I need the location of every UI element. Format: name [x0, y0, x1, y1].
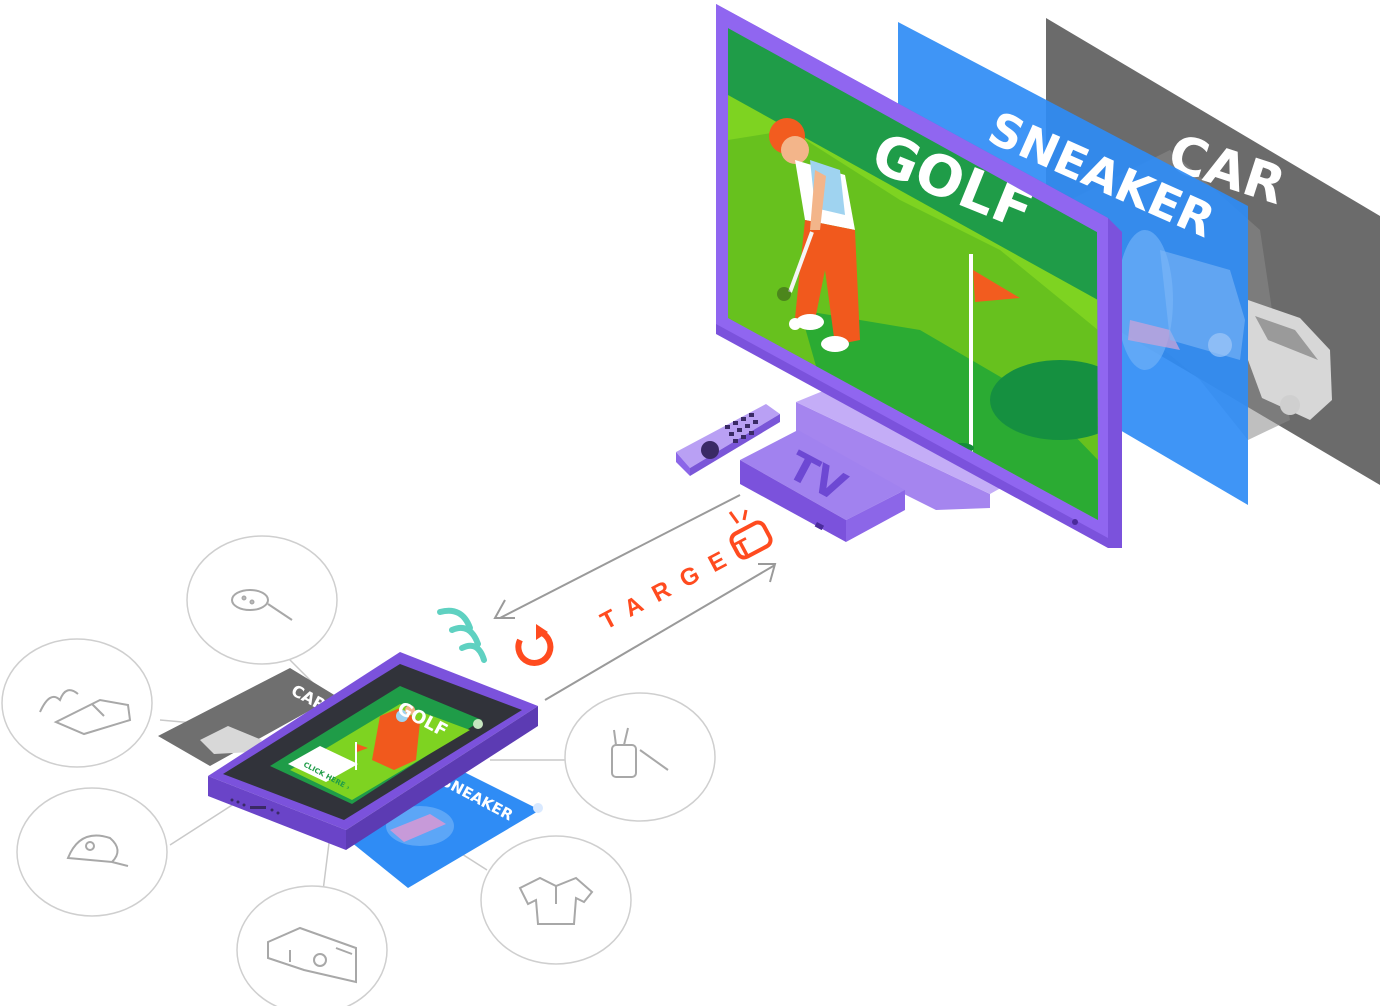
remote-dpad-icon[interactable] [701, 441, 719, 459]
interest-circle-cap[interactable] [16, 787, 168, 917]
sneaker-ghost-icon [1117, 230, 1180, 370]
tv-icon [728, 509, 773, 560]
interest-circle-polo-shirt[interactable] [480, 835, 632, 965]
sync-arrows [493, 494, 777, 701]
tv-set-top-box: TV [740, 430, 905, 542]
tv-screen: GOLF [728, 28, 1098, 520]
phone-flag-icon [357, 744, 368, 752]
phone-speaker-icon [230, 798, 280, 815]
sneaker-shoe-icon [390, 814, 446, 842]
polo-shirt-icon [518, 876, 594, 925]
sneaker-fire-icon [39, 689, 132, 736]
interest-circle-golf-ball[interactable] [186, 535, 338, 665]
interest-circle-sneaker[interactable] [1, 638, 153, 768]
phone-golfer-icon [372, 708, 420, 770]
power-led-icon [1072, 519, 1078, 525]
wifi-signal-icon [437, 607, 487, 663]
cap-icon [66, 834, 129, 867]
car-silhouette-icon [1248, 300, 1332, 420]
car-card-icon [200, 726, 262, 754]
remote-keypad-icon[interactable] [725, 413, 758, 443]
store-icon [267, 926, 357, 984]
close-icon[interactable] [533, 803, 543, 813]
interest-circle-golf-bag[interactable] [564, 692, 716, 822]
car-ghost-icon [1160, 250, 1245, 360]
golf-ball-icon [231, 589, 293, 621]
phone-ad-close-icon[interactable] [473, 719, 483, 729]
golfer-figure [769, 118, 860, 352]
golf-bag-icon [611, 727, 669, 778]
interest-circle-store[interactable] [236, 885, 388, 1006]
phone-screen-ad[interactable]: GOLF CLICK HERE › [270, 686, 483, 804]
remote-control[interactable] [676, 404, 780, 476]
sync-refresh-icon [515, 624, 554, 666]
